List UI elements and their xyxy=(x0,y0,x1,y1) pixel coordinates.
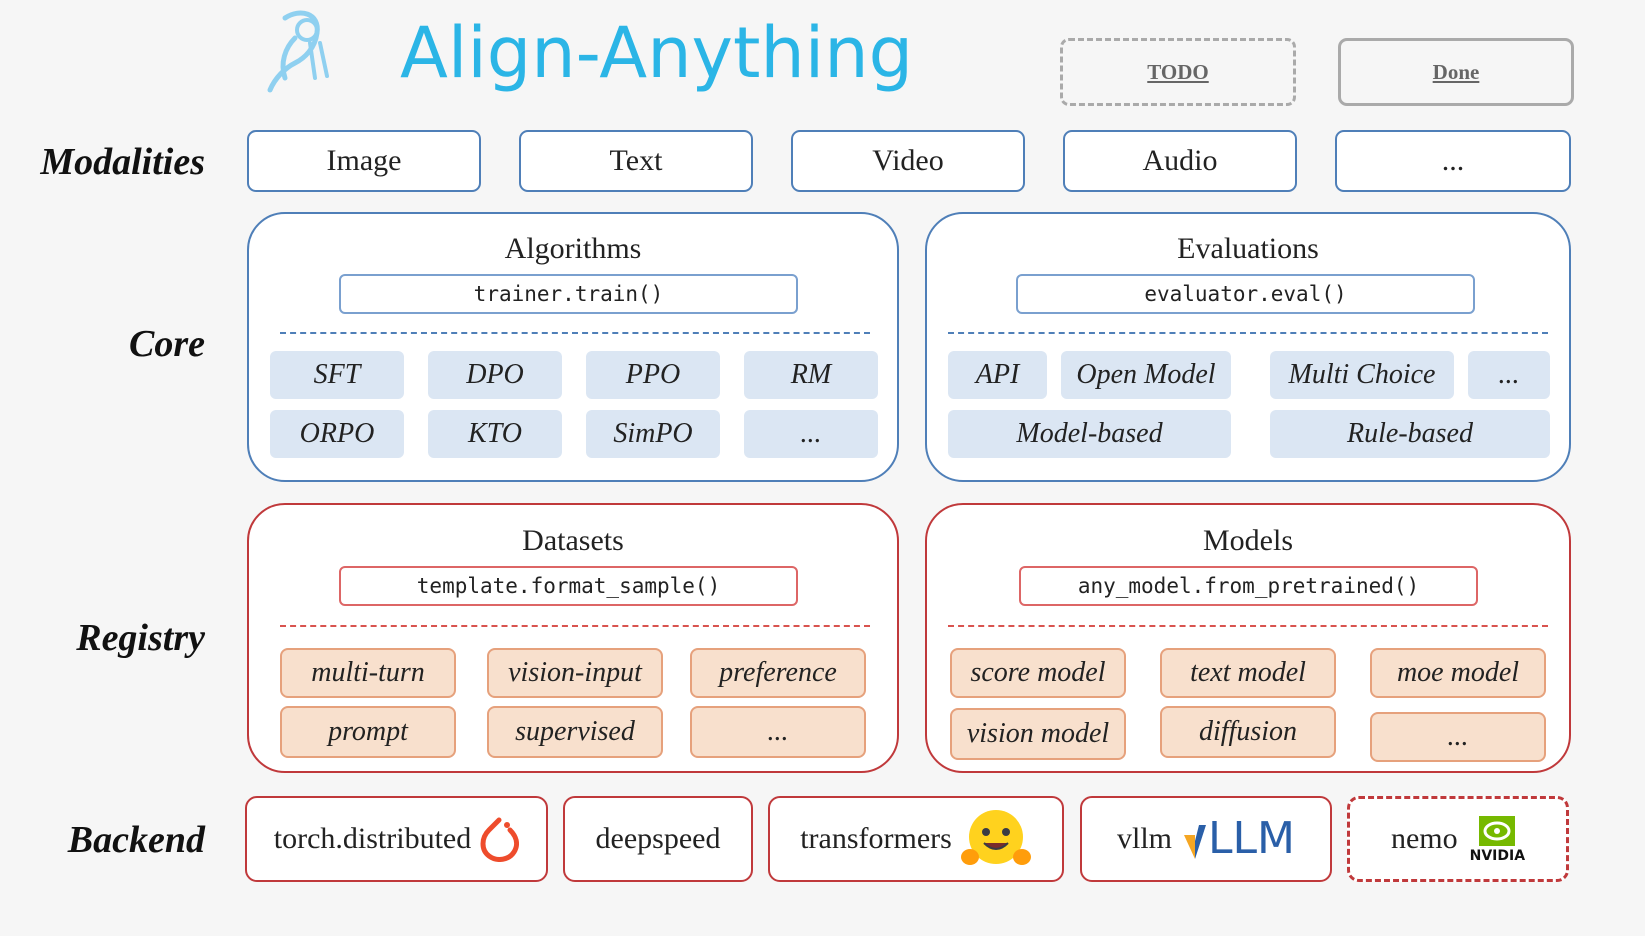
algorithms-code: trainer.train() xyxy=(339,274,798,314)
model-chip: moe model xyxy=(1370,648,1546,698)
model-chip: ... xyxy=(1370,712,1546,762)
backend-nemo-label: nemo xyxy=(1390,822,1458,855)
evaluations-divider xyxy=(948,332,1548,334)
backend-nemo: nemo NVIDIA xyxy=(1347,796,1569,882)
backend-vllm: vllm LLM xyxy=(1080,796,1332,882)
row-label-modalities: Modalities xyxy=(40,141,205,183)
algorithms-title: Algorithms xyxy=(504,232,642,265)
algorithm-chip: RM xyxy=(744,351,878,399)
dataset-chip: vision-input xyxy=(487,648,663,698)
models-code: any_model.from_pretrained() xyxy=(1019,566,1478,606)
modality-audio: Audio xyxy=(1063,130,1297,192)
datasets-code: template.format_sample() xyxy=(339,566,798,606)
model-chip: text model xyxy=(1160,648,1336,698)
algorithm-chip: KTO xyxy=(428,410,562,458)
algorithm-chip: SFT xyxy=(270,351,404,399)
dataset-chip: prompt xyxy=(280,706,456,758)
backend-vllm-label: vllm xyxy=(1116,822,1172,855)
modality-text: Text xyxy=(519,130,753,192)
algorithm-chip: ... xyxy=(744,410,878,458)
backend-deepspeed: deepspeed xyxy=(563,796,753,882)
backend-torch: torch.distributed xyxy=(245,796,548,882)
datasets-divider xyxy=(280,625,870,627)
pytorch-logo-icon xyxy=(479,816,520,862)
evaluation-chip: ... xyxy=(1468,351,1550,399)
nvidia-logo-text: NVIDIA xyxy=(1469,848,1526,864)
dataset-chip: preference xyxy=(690,648,866,698)
algorithms-divider xyxy=(280,332,870,334)
algorithm-chip: ORPO xyxy=(270,410,404,458)
dataset-chip: supervised xyxy=(487,706,663,758)
models-title: Models xyxy=(1203,524,1293,557)
vllm-logo-text: LLM xyxy=(1208,813,1295,864)
row-label-core: Core xyxy=(129,323,205,365)
evaluation-chip: Multi Choice xyxy=(1270,351,1454,399)
row-label-registry: Registry xyxy=(76,617,205,659)
algorithm-chip: PPO xyxy=(586,351,720,399)
dataset-chip: ... xyxy=(690,706,866,758)
algorithm-chip: SimPO xyxy=(586,410,720,458)
backend-torch-label: torch.distributed xyxy=(273,822,472,855)
backend-transformers: transformers xyxy=(768,796,1064,882)
modality-image: Image xyxy=(247,130,481,192)
backend-transformers-label: transformers xyxy=(800,822,952,855)
nvidia-logo-icon: NVIDIA xyxy=(1470,814,1525,864)
legend-done: Done xyxy=(1338,38,1574,106)
evaluation-chip: Model-based xyxy=(948,410,1231,458)
legend-todo: TODO xyxy=(1060,38,1296,106)
datasets-title: Datasets xyxy=(522,524,624,557)
modality-video: Video xyxy=(791,130,1025,192)
algorithm-chip: DPO xyxy=(428,351,562,399)
row-label-backend: Backend xyxy=(67,819,205,861)
page-title: Align-Anything xyxy=(400,12,914,94)
evaluations-code: evaluator.eval() xyxy=(1016,274,1475,314)
huggingface-logo-icon xyxy=(960,807,1032,871)
model-chip: diffusion xyxy=(1160,706,1336,758)
evaluation-chip: Open Model xyxy=(1061,351,1231,399)
evaluations-title: Evaluations xyxy=(1177,232,1319,265)
evaluation-chip: API xyxy=(948,351,1047,399)
evaluation-chip: Rule-based xyxy=(1270,410,1550,458)
dataset-chip: multi-turn xyxy=(280,648,456,698)
modality-more: ... xyxy=(1335,130,1571,192)
vllm-logo-icon: LLM xyxy=(1182,817,1295,861)
project-logo-icon xyxy=(255,8,340,103)
model-chip: score model xyxy=(950,648,1126,698)
model-chip: vision model xyxy=(950,708,1126,760)
models-divider xyxy=(948,625,1548,627)
